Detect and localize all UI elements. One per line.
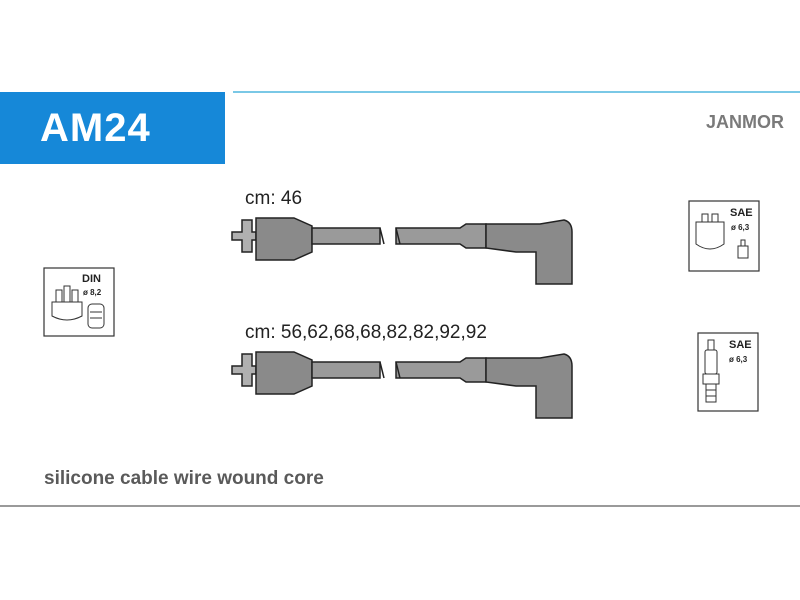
sae-bottom-diameter-label: ø 6,3 — [729, 355, 748, 364]
din-standard-label: DIN — [82, 273, 101, 285]
product-code: AM24 — [40, 106, 151, 150]
ignition-coil-icon — [695, 213, 749, 259]
header-divider — [233, 91, 800, 93]
din-diameter-label: ø 8,2 — [83, 288, 102, 297]
sae-bottom-standard-label: SAE — [729, 339, 752, 351]
spark-plug-icon — [702, 339, 720, 403]
sae-top-standard-label: SAE — [730, 207, 753, 219]
ignition-cable-1 — [231, 217, 573, 285]
sae-top-diameter-label: ø 6,3 — [731, 223, 750, 232]
distributor-cap-icon — [51, 285, 105, 329]
cable-description: silicone cable wire wound core — [44, 468, 324, 489]
footer-divider — [0, 505, 800, 507]
sae-coil-box: SAE ø 6,3 — [688, 200, 760, 272]
product-code-badge — [0, 92, 225, 164]
din-connector-box: DIN ø 8,2 — [43, 267, 115, 337]
sae-plug-box: SAE ø 6,3 — [697, 332, 759, 412]
brand-name: JANMOR — [705, 112, 784, 132]
ignition-cable-2 — [231, 351, 573, 419]
cable-length-label-1: cm: 46 — [245, 188, 303, 209]
cable-length-label-2: cm: 56,62,68,68,82,82,92,92 — [245, 322, 487, 343]
